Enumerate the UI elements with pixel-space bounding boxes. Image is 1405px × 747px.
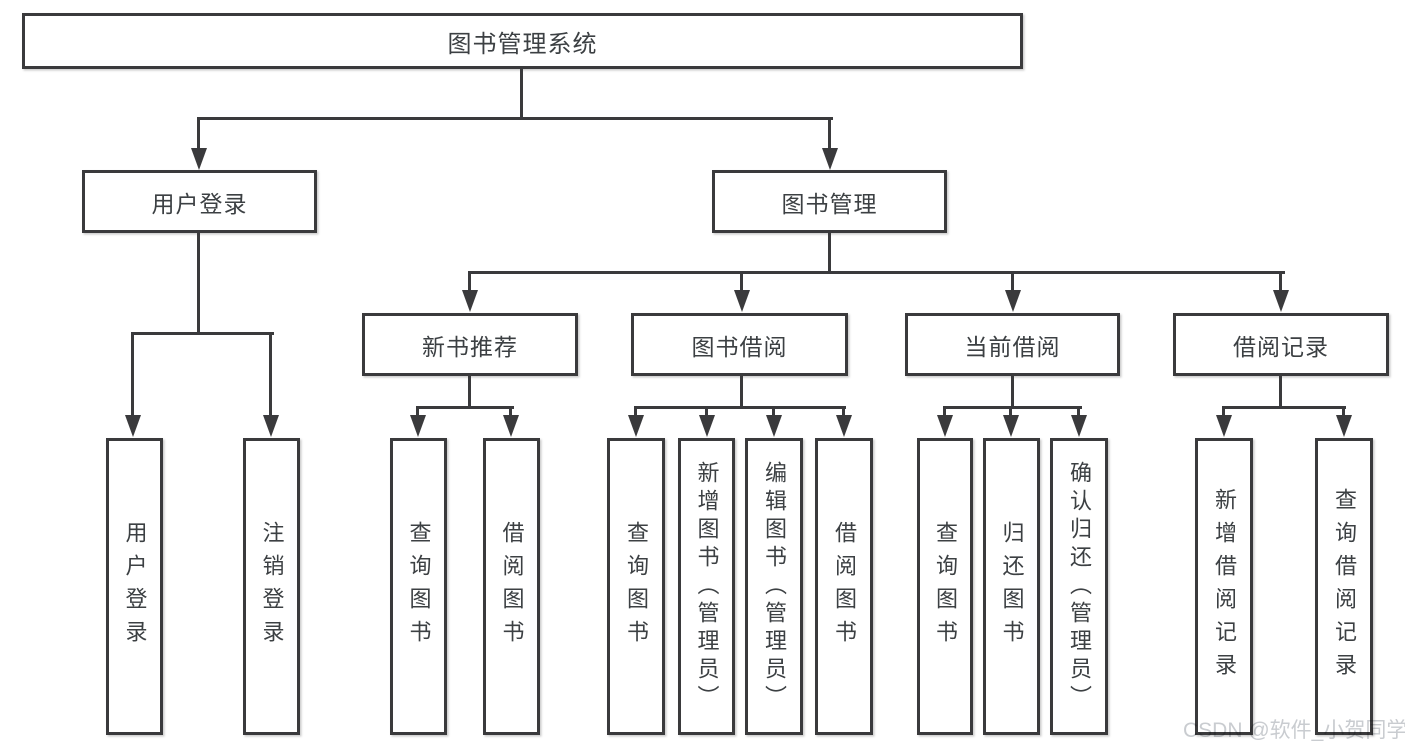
edge-line (828, 117, 831, 155)
edge-line (131, 332, 274, 335)
leaf-query-books-recommend-label: 查询图书 (406, 520, 432, 653)
edge-line (1011, 271, 1014, 296)
leaf-query-books-recommend: 查询图书 (390, 438, 447, 735)
node-current-borrowing-label: 当前借阅 (964, 333, 1061, 360)
arrow-down-icon (937, 415, 953, 437)
arrow-down-icon (766, 415, 782, 437)
leaf-add-borrow-record: 新增借阅记录 (1195, 438, 1253, 735)
node-new-book-recommend-label: 新书推荐 (422, 333, 518, 360)
edge-line (634, 406, 637, 420)
leaf-confirm-return-admin-label: 确认归还（管理员） (1067, 460, 1092, 713)
edge-line (1011, 376, 1014, 409)
edge-line (842, 406, 845, 420)
node-book-management-label: 图书管理 (781, 190, 878, 217)
edge-line (197, 117, 200, 155)
arrow-down-icon (1071, 415, 1087, 437)
arrow-down-icon (699, 415, 715, 437)
arrow-down-icon (734, 290, 750, 312)
arrow-down-icon (628, 415, 644, 437)
arrow-down-icon (125, 415, 141, 437)
edge-line (416, 406, 514, 409)
node-user-login-label: 用户登录 (151, 190, 248, 217)
edge-line (1342, 406, 1345, 420)
edge-line (520, 69, 523, 118)
edge-line (509, 406, 512, 420)
leaf-edit-book-admin-label: 编辑图书（管理员） (762, 460, 787, 713)
node-user-login: 用户登录 (82, 170, 317, 233)
edge-line (1077, 406, 1080, 420)
node-root-label: 图书管理系统 (447, 30, 598, 58)
leaf-user-login-label: 用户登录 (122, 520, 148, 653)
arrow-down-icon (836, 415, 852, 437)
arrow-down-icon (191, 148, 207, 170)
arrow-down-icon (1216, 415, 1232, 437)
edge-line (468, 271, 471, 296)
leaf-logout-label: 注销登录 (259, 520, 285, 653)
leaf-borrow-books-borrowing: 借阅图书 (815, 438, 873, 735)
edge-line (197, 117, 833, 120)
leaf-query-borrow-record-label: 查询借阅记录 (1332, 487, 1357, 686)
edge-line (943, 406, 1082, 409)
edge-line (705, 406, 708, 420)
arrow-down-icon (1005, 290, 1021, 312)
edge-line (1009, 406, 1012, 420)
leaf-return-books-label: 归还图书 (999, 520, 1025, 653)
edge-line (943, 406, 946, 420)
edge-line (269, 332, 272, 420)
leaf-query-borrow-record: 查询借阅记录 (1315, 438, 1373, 735)
edge-line (1222, 406, 1346, 409)
leaf-borrow-books-borrowing-label: 借阅图书 (832, 520, 857, 653)
node-book-borrowing-label: 图书借阅 (691, 333, 788, 360)
leaf-add-borrow-record-label: 新增借阅记录 (1212, 487, 1237, 686)
leaf-add-book-admin-label: 新增图书（管理员） (694, 460, 720, 713)
leaf-add-book-admin: 新增图书（管理员） (678, 438, 735, 735)
leaf-query-books-borrowing-label: 查询图书 (624, 520, 649, 653)
leaf-query-books-current-label: 查询图书 (933, 520, 958, 653)
watermark: CSDN @软件_小贺同学 (1183, 719, 1405, 742)
edge-line (468, 376, 471, 409)
edge-line (772, 406, 775, 420)
leaf-logout: 注销登录 (243, 438, 300, 735)
leaf-query-books-borrowing: 查询图书 (607, 438, 665, 735)
leaf-return-books: 归还图书 (983, 438, 1040, 735)
arrow-down-icon (503, 415, 519, 437)
leaf-confirm-return-admin: 确认归还（管理员） (1050, 438, 1108, 735)
arrow-down-icon (1273, 290, 1289, 312)
arrow-down-icon (263, 415, 279, 437)
edge-line (416, 406, 419, 420)
edge-line (131, 332, 134, 420)
edge-line (1279, 271, 1282, 296)
arrow-down-icon (822, 148, 838, 170)
edge-line (197, 233, 200, 335)
leaf-edit-book-admin: 编辑图书（管理员） (745, 438, 803, 735)
node-root: 图书管理系统 (22, 13, 1023, 69)
edge-line (740, 376, 743, 409)
leaf-borrow-books-recommend-label: 借阅图书 (499, 520, 525, 653)
node-book-borrowing: 图书借阅 (631, 313, 848, 376)
node-borrow-records-label: 借阅记录 (1233, 333, 1329, 360)
node-current-borrowing: 当前借阅 (905, 313, 1120, 376)
arrow-down-icon (1336, 415, 1352, 437)
node-new-book-recommend: 新书推荐 (362, 313, 578, 376)
edge-line (1279, 376, 1282, 409)
edge-line (740, 271, 743, 296)
leaf-borrow-books-recommend: 借阅图书 (483, 438, 540, 735)
arrow-down-icon (1003, 415, 1019, 437)
leaf-query-books-current: 查询图书 (917, 438, 973, 735)
edge-line (634, 406, 846, 409)
node-book-management: 图书管理 (712, 170, 947, 233)
edge-line (468, 271, 1285, 274)
leaf-user-login: 用户登录 (106, 438, 163, 735)
arrow-down-icon (462, 290, 478, 312)
arrow-down-icon (410, 415, 426, 437)
edge-line (828, 233, 831, 274)
edge-line (1222, 406, 1225, 420)
node-borrow-records: 借阅记录 (1173, 313, 1389, 376)
